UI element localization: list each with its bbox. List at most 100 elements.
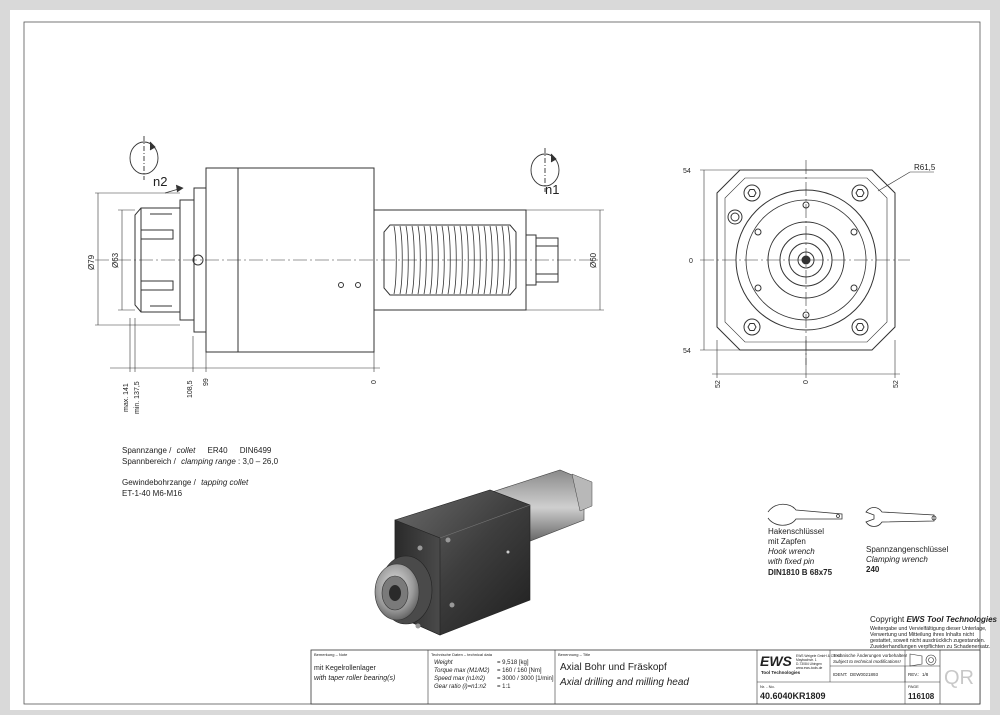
- hook-wrench-de-2: mit Zapfen: [768, 537, 806, 546]
- hook-wrench-en-2: with fixed pin: [768, 557, 815, 566]
- dim-shank-diameter: Ø60: [589, 252, 598, 268]
- flange-circle: [735, 189, 877, 331]
- tech-row-value: = 9,518 [kg]: [497, 660, 529, 666]
- dim-front-top: 54: [683, 168, 691, 175]
- dim-front-right: 52: [893, 380, 900, 388]
- dim-99: 99: [203, 378, 210, 386]
- thread-line: [399, 225, 403, 295]
- thread-line: [405, 225, 409, 295]
- spec-collet-prefix: Spannzange /: [122, 446, 172, 455]
- page-number: 116108: [908, 692, 935, 701]
- dim-max: max. 141: [123, 383, 130, 412]
- hook-wrench-icon: [767, 503, 843, 526]
- note-en: Subject to technical modifications!: [833, 659, 902, 664]
- tech-row-label: Gear ratio (i)=n1:n2: [434, 684, 487, 690]
- front-view: [700, 160, 934, 378]
- hex-socket-icon: [747, 323, 757, 331]
- copyright-line: Weitergabe und Vervielfältigung dieser U…: [870, 626, 987, 632]
- copyright-brand: EWS Tool Technologies: [906, 615, 997, 624]
- bolt-head: [851, 318, 869, 336]
- product-3d-render: [374, 469, 593, 636]
- copyright-line: Zuwiderhandlungen verpflichten zu Schade…: [870, 644, 990, 650]
- svg-text:Gewindebohrzange / tappi: Gewindebohrzange / tapping collet: [122, 478, 249, 487]
- dim-radius: R61,5: [914, 163, 936, 172]
- thread-line: [453, 225, 457, 295]
- rotation-label-n1: n1: [545, 182, 559, 197]
- tech-row-value: = 1:1: [497, 684, 511, 690]
- clamping-wrench-icon: [865, 507, 937, 527]
- title-header: Benennung – Title: [558, 652, 591, 657]
- page-label: PAGE: [908, 684, 919, 689]
- rev-label: REV.:: [908, 672, 919, 677]
- title-de: Axial Bohr und Fräskopf: [560, 662, 667, 673]
- remark-header: Bemerkung – Note: [314, 652, 348, 657]
- dim-108-5: 108,5: [187, 380, 194, 398]
- housing-outline: [716, 169, 896, 351]
- copyright-line: Verwertung und Mitteilung ihres Inhalts …: [870, 632, 974, 638]
- dim-zero: 0: [371, 380, 378, 384]
- threaded-shank: [373, 209, 527, 311]
- thread-line: [447, 225, 451, 295]
- remark-en: with taper roller bearing(s): [314, 675, 395, 682]
- dim-front-mid: 0: [689, 258, 693, 265]
- spec-collet-norm: DIN6499: [240, 446, 272, 455]
- thread-line: [495, 225, 499, 295]
- side-dimensions: [95, 192, 604, 372]
- tech-data-header: Technische Daten – technical data: [431, 652, 493, 657]
- spigot: [525, 234, 559, 286]
- dim-front-left: 52: [715, 380, 722, 388]
- tech-row-label: Weight: [434, 660, 453, 666]
- title-block: Bemerkung – Note mit Kegelrollenlager wi…: [310, 649, 981, 705]
- tech-row-label: Torque max (M1/M2): [434, 668, 489, 674]
- clamping-wrench-en: Clamping wrench: [866, 555, 928, 564]
- rotation-label-n2: n2: [153, 174, 167, 189]
- remark-de: mit Kegelrollenlager: [314, 665, 377, 672]
- company-line: D-73084 Uhingen: [796, 662, 822, 666]
- company-line: www.ews-tools.de: [796, 666, 823, 670]
- rev-value: 1/8: [922, 672, 929, 677]
- dim-front-bottom: 54: [683, 348, 691, 355]
- spec-clamp-en: clamping range: [181, 457, 236, 466]
- part-number: 40.6040KR1809: [760, 691, 826, 701]
- rotation-symbol-n2: [129, 136, 159, 180]
- specifications: Spannzange / collet ER40 DIN6499 Spannbe…: [122, 446, 279, 498]
- thread-line: [471, 225, 475, 295]
- dim-outer-diameter: Ø79: [87, 254, 96, 270]
- company-line: Maybachstr. 1: [796, 658, 817, 662]
- thread-line: [489, 225, 493, 295]
- hex-socket-icon: [855, 189, 865, 197]
- thread-line: [441, 225, 445, 295]
- n2-arrow-head: [175, 184, 184, 193]
- thread-line: [507, 225, 511, 295]
- thread-line: [465, 225, 469, 295]
- side-view: [95, 136, 604, 372]
- thread-line: [483, 225, 487, 295]
- tech-row-value: = 3000 / 3000 [1/min]: [497, 676, 554, 682]
- front-dimensions: [700, 169, 934, 378]
- spec-clamp-value: : 3,0 – 26,0: [238, 457, 279, 466]
- hook-wrench-de-1: Hakenschlüssel: [768, 527, 824, 536]
- tech-row-label: Speed max (n1/n2): [434, 676, 485, 682]
- thread-line: [423, 225, 427, 295]
- tech-row-value: = 160 / 160 [Nm]: [497, 668, 542, 674]
- hook-wrench-norm: DIN1810 B 68x75: [768, 568, 833, 577]
- dim-min: min. 137,5: [134, 381, 141, 414]
- thread-line: [417, 225, 421, 295]
- ident-label: IDENT:: [833, 672, 847, 677]
- tech-data-table: Weight = 9,518 [kg] Torque max (M1/M2) =…: [434, 660, 554, 690]
- thread-line: [435, 225, 439, 295]
- ews-logo: EWS: [760, 653, 793, 669]
- copyright-line: gestattet, soweit nicht ausdrücklich zug…: [870, 638, 985, 644]
- qr-placeholder: QR: [944, 667, 974, 689]
- bolt-head: [743, 184, 761, 202]
- thread-line: [501, 225, 505, 295]
- copyright-notice: Copyright EWS Tool Technologies Weiterga…: [870, 615, 998, 650]
- rotation-symbol-n1: [530, 148, 560, 192]
- thread-line: [411, 225, 415, 295]
- company-line: EWS Weigele GmbH & Co. KG: [796, 654, 842, 658]
- note-de: Technische Änderungen vorbehalten!: [833, 652, 907, 658]
- svg-text:Copyright EWS Tool Tech: Copyright EWS Tool Technologies: [870, 615, 998, 624]
- part-number-label: Nr. - No.: [760, 684, 775, 689]
- spec-tap-en: tapping collet: [201, 478, 249, 487]
- thread-line: [459, 225, 463, 295]
